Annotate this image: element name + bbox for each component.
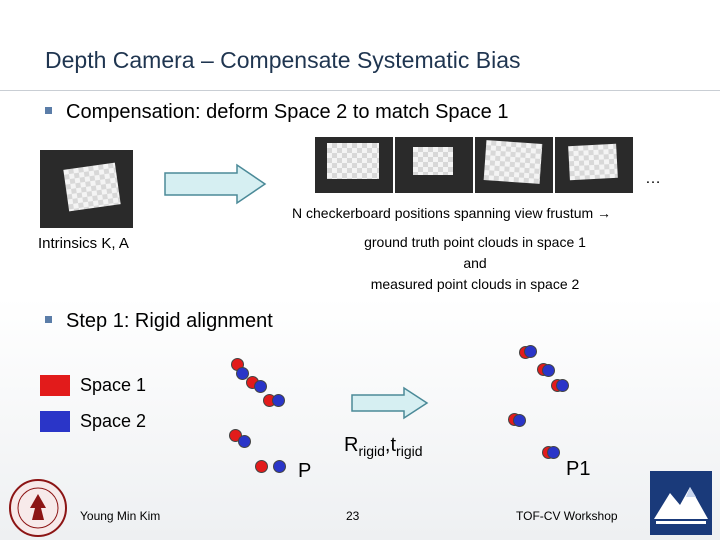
transform-sub-rigid: rigid xyxy=(396,443,423,459)
footer-page-number: 23 xyxy=(346,509,360,523)
camera-photo-1 xyxy=(315,137,393,193)
point-space2 xyxy=(547,446,560,459)
point-space2 xyxy=(254,380,267,393)
slide-title: Depth Camera – Compensate Systematic Bia… xyxy=(45,47,521,73)
ellipsis: … xyxy=(645,170,661,187)
point-space2 xyxy=(272,394,285,407)
right-arrow-icon xyxy=(164,163,267,205)
checkerboard-image xyxy=(63,162,121,212)
bullet-square-icon xyxy=(45,107,52,115)
right-arrow-icon xyxy=(351,386,429,420)
cvpr-logo-icon xyxy=(650,471,712,535)
bullet-square-icon xyxy=(45,316,52,324)
legend-swatch-space2 xyxy=(40,411,70,432)
point-space2 xyxy=(542,364,555,377)
title-divider xyxy=(0,90,720,91)
ground-truth-caption: ground truth point clouds in space 1 and… xyxy=(340,232,610,295)
transform-r: R xyxy=(344,434,359,456)
bullet-compensation: Compensation: deform Space 2 to match Sp… xyxy=(45,101,508,124)
transform-label: Rrigid,trigid xyxy=(344,434,423,459)
camera-photo-3 xyxy=(475,137,553,193)
camera-photo-2 xyxy=(395,137,473,193)
footer-venue: TOF-CV Workshop xyxy=(516,509,618,523)
point-space2 xyxy=(513,414,526,427)
point-space2 xyxy=(236,367,249,380)
transform-t: ,t xyxy=(384,434,397,456)
point-space1 xyxy=(255,460,268,473)
caption-line: measured point clouds in space 2 xyxy=(370,276,580,292)
point-space2 xyxy=(238,435,251,448)
legend-swatch-space1 xyxy=(40,375,70,396)
footer-author: Young Min Kim xyxy=(80,509,161,523)
point-space2 xyxy=(524,345,537,358)
transform-sub-rigid: rigid xyxy=(358,443,385,459)
caption-line: ground truth point clouds in space 1 xyxy=(364,234,586,250)
checkerboard-image xyxy=(413,147,453,175)
intrinsics-label: Intrinsics K, A xyxy=(38,235,129,252)
camera-photo-single xyxy=(40,150,133,228)
checkerboard-image xyxy=(327,143,379,179)
positions-caption: N checkerboard positions spanning view f… xyxy=(292,205,612,221)
checkerboard-image xyxy=(568,143,618,181)
checkerboard-image xyxy=(483,140,543,184)
legend-label-space2: Space 2 xyxy=(80,411,147,431)
legend-label-space1: Space 1 xyxy=(80,375,147,395)
point-space2 xyxy=(556,379,569,392)
stanford-seal-icon xyxy=(9,479,67,537)
bullet-compensation-text: Compensation: deform Space 2 to match Sp… xyxy=(66,101,509,123)
label-p1: P1 xyxy=(566,458,591,480)
point-space2 xyxy=(273,460,286,473)
caption-line: and xyxy=(463,255,487,271)
label-p: P xyxy=(298,460,312,482)
bullet-step1: Step 1: Rigid alignment xyxy=(45,310,273,333)
bullet-step1-text: Step 1: Rigid alignment xyxy=(66,310,273,332)
camera-photo-4 xyxy=(555,137,633,193)
